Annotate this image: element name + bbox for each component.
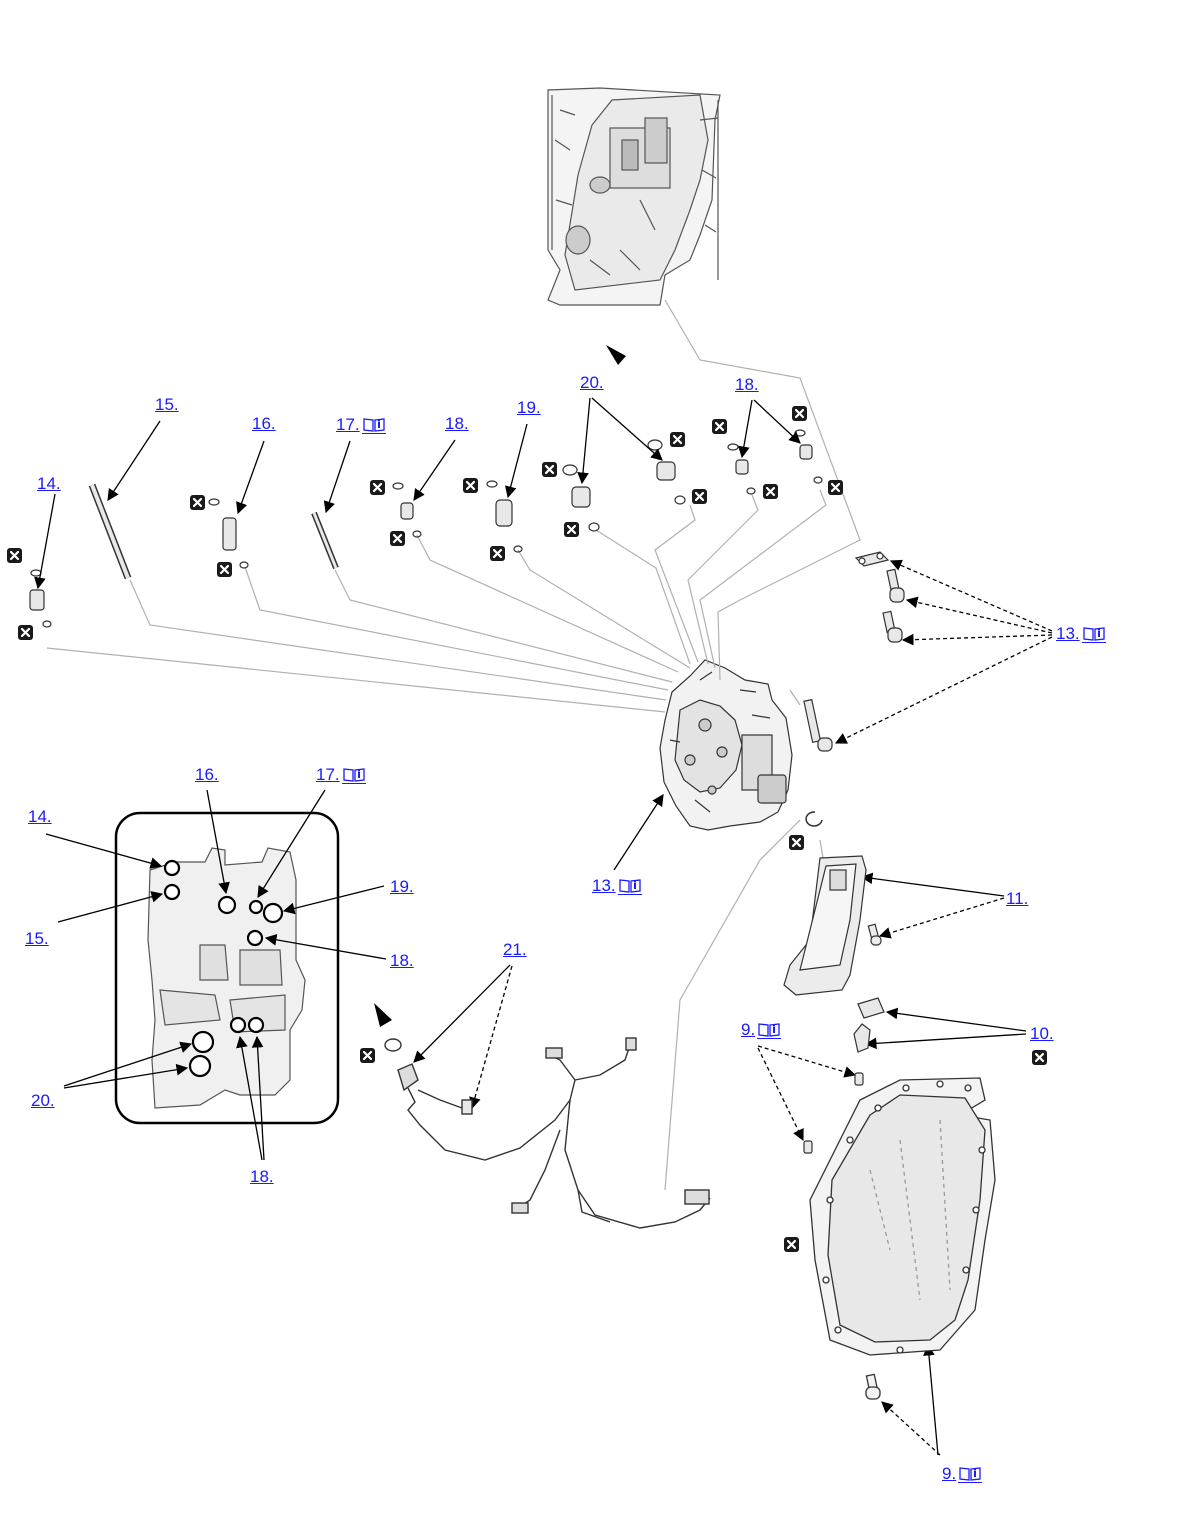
callout-16-inset[interactable]: 16. xyxy=(195,765,219,785)
part-16-valve xyxy=(208,498,249,569)
callout-18-top-left[interactable]: 18. xyxy=(445,414,469,434)
callout-11[interactable]: 11. xyxy=(1006,889,1028,909)
replace-part-icon xyxy=(7,548,22,563)
callout-text: 18. xyxy=(390,951,414,970)
replace-part-icon xyxy=(692,489,707,504)
part-19-valve xyxy=(486,480,523,553)
book-info-icon xyxy=(958,1466,983,1483)
callout-text: 14. xyxy=(37,474,61,493)
book-info-icon xyxy=(617,878,642,895)
callout-text: 20. xyxy=(31,1091,55,1110)
replace-part-icon xyxy=(792,406,807,421)
callout-13-bolts[interactable]: 13. xyxy=(1056,624,1106,644)
callout-10[interactable]: 10. xyxy=(1030,1024,1054,1044)
callout-15-inset[interactable]: 15. xyxy=(25,929,49,949)
part-20-valves xyxy=(562,439,686,532)
replace-part-icon xyxy=(564,522,579,537)
replace-part-icon xyxy=(784,1237,799,1252)
callout-15-top[interactable]: 15. xyxy=(155,395,179,415)
callout-17-top[interactable]: 17. xyxy=(336,415,386,435)
callout-text: 16. xyxy=(252,414,276,433)
book-info-icon xyxy=(1081,626,1106,643)
dashed-callout-arrows xyxy=(469,559,1053,1456)
replace-part-icon xyxy=(190,495,205,510)
callout-text: 17. xyxy=(316,765,340,784)
replace-part-icon xyxy=(789,835,804,850)
replace-part-icon xyxy=(828,480,843,495)
callout-text: 20. xyxy=(580,373,604,392)
callout-text: 9. xyxy=(942,1464,957,1483)
replace-part-icon xyxy=(490,546,505,561)
view-arrow-top xyxy=(606,345,626,365)
part-21-wire-harness xyxy=(384,1037,711,1229)
part-18-valve-left xyxy=(392,482,422,538)
callout-18-inset-right[interactable]: 18. xyxy=(390,951,414,971)
part-9-dowel-pins xyxy=(803,1072,864,1154)
valve-body-assembly xyxy=(659,659,793,831)
leader-lines xyxy=(46,299,861,1191)
callout-16-top[interactable]: 16. xyxy=(252,414,276,434)
callout-21[interactable]: 21. xyxy=(503,940,527,960)
callout-text: 10. xyxy=(1030,1024,1054,1043)
callout-arrows xyxy=(34,397,1027,1456)
callout-20-inset[interactable]: 20. xyxy=(31,1091,55,1111)
callout-17-inset[interactable]: 17. xyxy=(316,765,366,785)
callout-19-top[interactable]: 19. xyxy=(517,398,541,418)
replace-part-icon xyxy=(390,531,405,546)
seal-ring xyxy=(805,811,823,827)
view-arrow-harness xyxy=(374,1003,392,1027)
callout-19-inset[interactable]: 19. xyxy=(390,877,414,897)
callout-text: 11. xyxy=(1006,889,1029,908)
callout-text: 15. xyxy=(25,929,49,948)
callout-13-valve-body[interactable]: 13. xyxy=(592,876,642,896)
callout-text: 21. xyxy=(503,940,527,959)
replace-part-icon xyxy=(217,562,232,577)
callout-text: 14. xyxy=(28,807,52,826)
replace-part-icon xyxy=(1032,1050,1047,1065)
part-13-bracket-bolts xyxy=(803,551,905,752)
part-11-strainer xyxy=(783,855,882,996)
callout-text: 15. xyxy=(155,395,179,414)
callout-text: 18. xyxy=(250,1167,274,1186)
replace-part-icon xyxy=(360,1048,375,1063)
part-14-valve xyxy=(29,569,52,628)
callout-text: 13. xyxy=(592,876,616,895)
callout-14-inset[interactable]: 14. xyxy=(28,807,52,827)
part-9-oil-pan xyxy=(809,1077,996,1400)
inset-frame xyxy=(114,811,340,1125)
replace-part-icon xyxy=(542,462,557,477)
callout-9-dowels[interactable]: 9. xyxy=(741,1020,782,1040)
callout-text: 13. xyxy=(1056,624,1080,643)
callout-text: 18. xyxy=(445,414,469,433)
part-18-valves-right xyxy=(727,429,823,495)
replace-part-icon xyxy=(763,484,778,499)
inset-ports xyxy=(163,859,284,1078)
callout-text: 18. xyxy=(735,375,759,394)
book-info-icon xyxy=(757,1022,782,1039)
transmission-housing-thumbnail xyxy=(547,87,721,306)
book-info-icon xyxy=(341,767,366,784)
inset-arrows xyxy=(45,789,387,1161)
book-info-icon xyxy=(361,417,386,434)
replace-part-icon xyxy=(463,478,478,493)
replace-part-icon xyxy=(670,432,685,447)
callout-text: 9. xyxy=(741,1020,756,1039)
callout-18-top-right[interactable]: 18. xyxy=(735,375,759,395)
part-10-parts xyxy=(853,997,885,1053)
callout-text: 19. xyxy=(517,398,541,417)
replace-part-icon xyxy=(370,480,385,495)
replace-part-icon xyxy=(712,419,727,434)
callout-18-inset-bottom[interactable]: 18. xyxy=(250,1167,274,1187)
callout-9-oil-pan[interactable]: 9. xyxy=(942,1464,983,1484)
callout-text: 16. xyxy=(195,765,219,784)
callout-14-top[interactable]: 14. xyxy=(37,474,61,494)
callout-text: 17. xyxy=(336,415,360,434)
callout-text: 19. xyxy=(390,877,414,896)
replace-part-icon xyxy=(18,625,33,640)
callout-20-top[interactable]: 20. xyxy=(580,373,604,393)
